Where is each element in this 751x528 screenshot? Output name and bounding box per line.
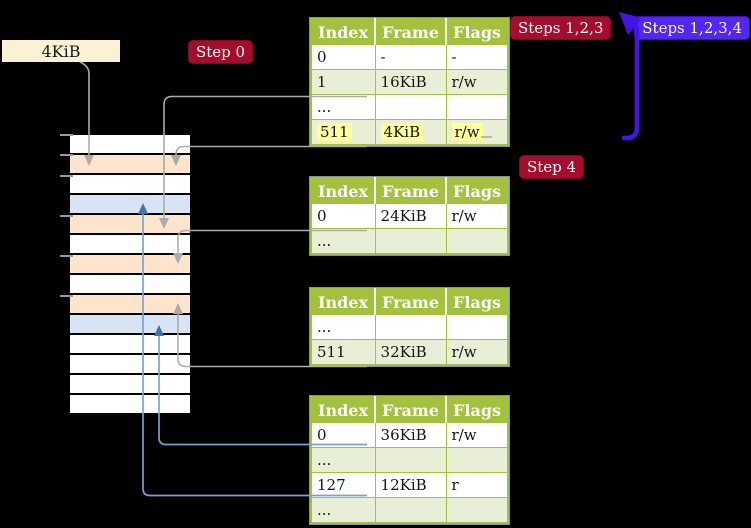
highlighted-value: r/w — [451, 123, 483, 141]
table-cell — [445, 497, 509, 524]
table-cell — [445, 228, 509, 255]
table-row: 511 4KiB r/w — [310, 119, 509, 146]
table-cell: 12KiB — [374, 472, 447, 498]
table-cell: r/w — [445, 422, 509, 448]
memory-row-white — [70, 375, 190, 393]
table-cell: 36KiB — [374, 422, 447, 448]
table-row: ... — [310, 314, 509, 340]
badge-step-4: Step 4 — [519, 155, 585, 179]
highlighted-value: 4KiB — [380, 123, 424, 141]
arrow-table1-row511-to-memory — [171, 145, 367, 166]
table-cell: 32KiB — [374, 339, 447, 366]
table-cell: ... — [310, 94, 376, 120]
memory-row-orange — [70, 255, 190, 273]
table-cell: 24KiB — [374, 203, 447, 229]
table-cell — [445, 94, 509, 120]
table-row: ... — [310, 228, 509, 255]
table-cell: - — [374, 44, 447, 70]
table-cell: r/w — [445, 69, 509, 95]
table-cell — [445, 447, 509, 473]
column-header: Index — [311, 397, 377, 423]
table-cell: ... — [310, 314, 376, 340]
physical-memory-stack — [70, 135, 190, 415]
column-header: Frame — [375, 289, 448, 315]
memory-row-white — [70, 175, 190, 193]
table-cell — [374, 228, 447, 255]
memory-row-blue — [70, 315, 190, 333]
memory-tick — [60, 175, 73, 177]
table-cell: 0 — [310, 203, 376, 229]
memory-row-orange — [70, 215, 190, 233]
table-cell — [374, 497, 447, 524]
column-header: Flags — [446, 19, 509, 45]
page-size-label: 4KiB — [2, 40, 120, 62]
memory-tick — [60, 295, 73, 297]
memory-row-white — [70, 395, 190, 413]
memory-row-white — [70, 235, 190, 253]
highlighted-value: 511 — [317, 123, 352, 141]
table-row: ... — [310, 447, 509, 473]
table-cell — [374, 314, 447, 340]
table-row: ... — [310, 497, 509, 524]
table-cell: r/w — [445, 203, 509, 229]
memory-row-orange — [70, 155, 190, 173]
table-row: ... — [310, 94, 509, 120]
column-header: Index — [311, 178, 377, 204]
table-cell: r/w — [445, 119, 509, 146]
table-cell: 0 — [310, 44, 376, 70]
column-header: Frame — [375, 178, 448, 204]
memory-row-white — [70, 335, 190, 353]
memory-row-blue — [70, 195, 190, 213]
table-cell: ... — [310, 228, 376, 255]
memory-row-white — [70, 355, 190, 373]
table-cell: ... — [310, 447, 376, 473]
table-row: 0-- — [310, 44, 509, 70]
table-cell: - — [445, 44, 509, 70]
badge-steps-1-2-3-4: Steps 1,2,3,4 — [634, 16, 750, 40]
memory-row-orange — [70, 295, 190, 313]
column-header: Frame — [375, 19, 448, 45]
memory-tick — [60, 154, 73, 156]
table-cell: r — [445, 472, 509, 498]
table-cell — [374, 447, 447, 473]
column-header: Flags — [446, 178, 509, 204]
memory-row-white — [70, 275, 190, 293]
table-cell: 1 — [310, 69, 376, 95]
table-cell: 16KiB — [374, 69, 447, 95]
table-cell — [374, 94, 447, 120]
column-header: Flags — [446, 289, 509, 315]
memory-tick — [60, 134, 73, 136]
table-cell: 0 — [310, 422, 376, 448]
column-header: Index — [311, 19, 377, 45]
table-cell: 511 — [310, 339, 376, 366]
memory-row-white — [70, 135, 190, 153]
badge-step-0: Step 0 — [188, 40, 254, 64]
table-cell: ... — [310, 497, 376, 524]
column-header: Flags — [446, 397, 509, 423]
column-header: Index — [311, 289, 377, 315]
table-cell: 127 — [310, 472, 376, 498]
badge-steps-1-2-3: Steps 1,2,3 — [510, 16, 612, 40]
table-cell: 511 — [310, 119, 376, 146]
memory-tick — [60, 255, 73, 257]
memory-tick — [60, 215, 73, 217]
table-cell: r/w — [445, 339, 509, 366]
table-cell — [445, 314, 509, 340]
table-cell: 4KiB — [374, 119, 447, 146]
column-header: Frame — [375, 397, 448, 423]
